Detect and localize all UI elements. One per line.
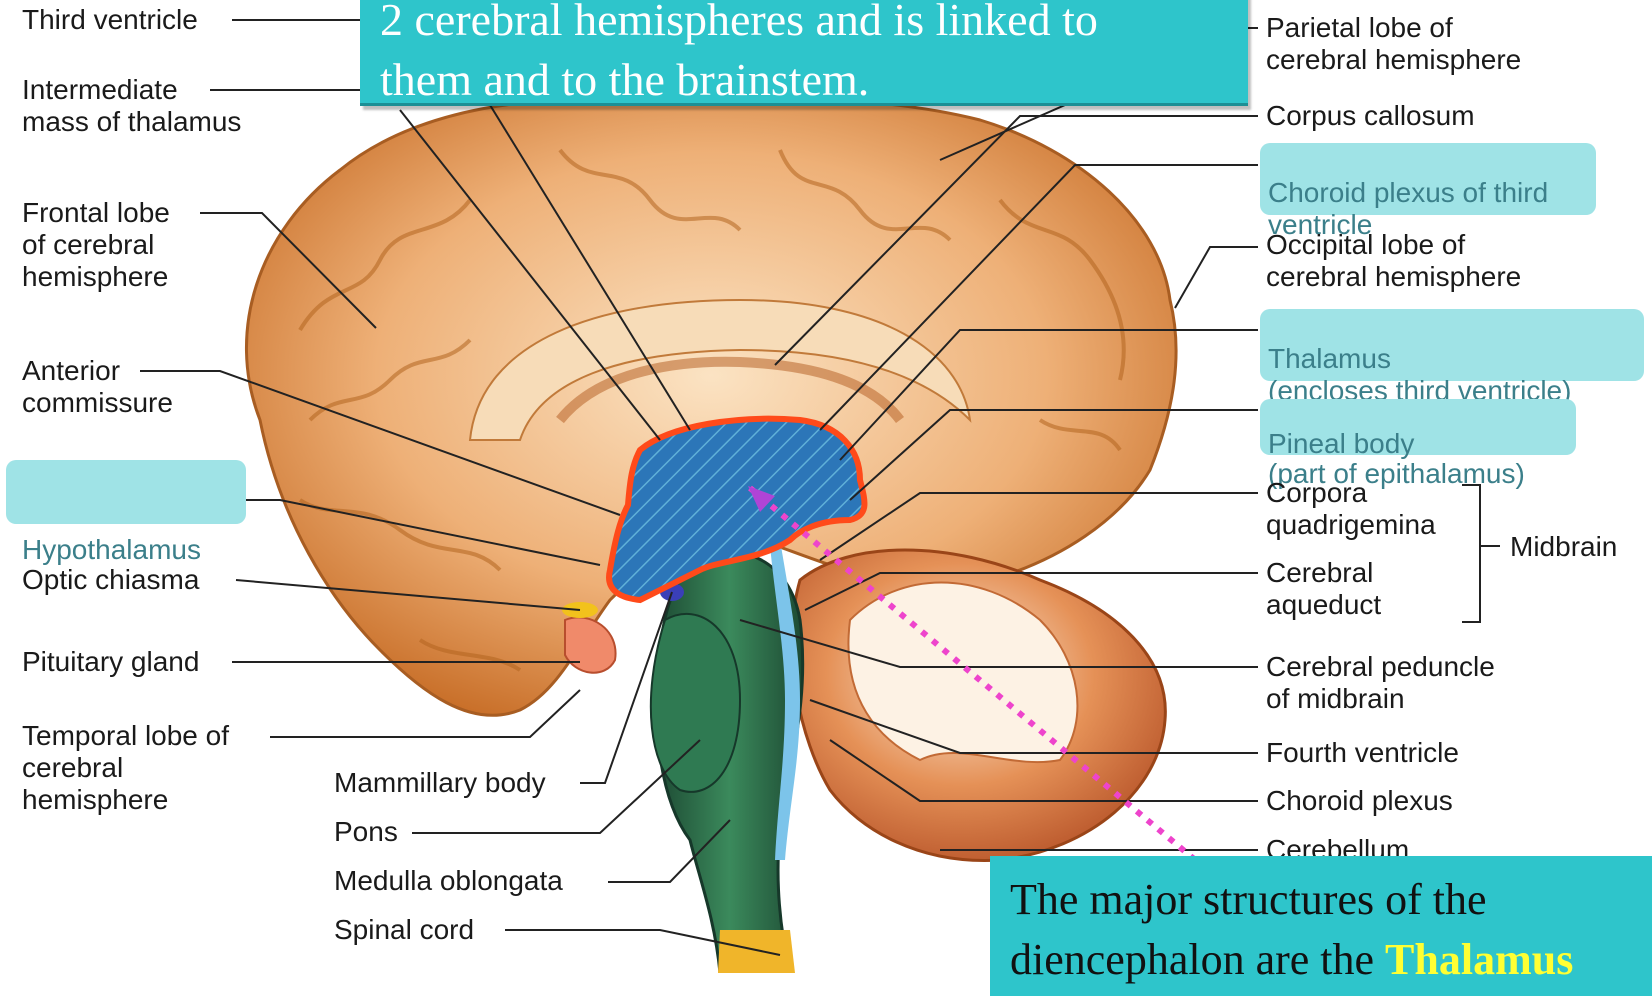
label-hypothalamus-text: Hypothalamus [22,534,201,565]
label-choroid-plexus-third: Choroid plexus of third ventricle [1260,143,1596,215]
pituitary-shape [565,617,616,672]
bottom-callout-line2: diencephalon are the Thalamus [1010,930,1632,990]
label-medulla-oblongata: Medulla oblongata [334,865,563,897]
spinal-cord-yellow [718,930,795,973]
label-temporal-lobe: Temporal lobe of cerebral hemisphere [22,720,229,816]
label-thalamus-text: Thalamus (encloses third ventricle) [1268,343,1571,406]
label-occipital-lobe: Occipital lobe of cerebral hemisphere [1266,229,1521,293]
label-third-ventricle: Third ventricle [22,4,198,36]
label-optic-chiasma: Optic chiasma [22,564,199,596]
label-midbrain: Midbrain [1510,531,1617,563]
label-anterior-commissure: Anterior commissure [22,355,173,419]
label-hypothalamus: Hypothalamus [6,460,246,524]
top-callout-line2: them and to the brainstem. [380,50,1228,110]
label-fourth-ventricle: Fourth ventricle [1266,737,1459,769]
bottom-callout-highlight: Thalamus [1385,935,1573,984]
label-corpus-callosum: Corpus callosum [1266,100,1475,132]
top-callout-line1: 2 cerebral hemispheres and is linked to [380,0,1228,50]
label-pons: Pons [334,816,398,848]
label-mammillary-body: Mammillary body [334,767,546,799]
bottom-callout-line2-text: diencephalon are the [1010,935,1385,984]
label-cerebral-peduncle: Cerebral peduncle of midbrain [1266,651,1495,715]
label-corpora-quadrigemina: Corpora quadrigemina [1266,477,1436,541]
label-frontal-lobe: Frontal lobe of cerebral hemisphere [22,197,170,293]
diagram-stage: Third ventricle Intermediate mass of tha… [0,0,1652,973]
label-cerebral-aqueduct: Cerebral aqueduct [1266,557,1381,621]
label-choroid-plexus: Choroid plexus [1266,785,1453,817]
label-spinal-cord: Spinal cord [334,914,474,946]
bottom-callout-box: The major structures of the diencephalon… [990,856,1652,996]
bottom-callout-line1: The major structures of the [1010,870,1632,930]
label-pituitary-gland: Pituitary gland [22,646,199,678]
label-intermediate-mass: Intermediate mass of thalamus [22,74,241,138]
label-parietal-lobe: Parietal lobe of cerebral hemisphere [1266,12,1521,76]
label-thalamus: Thalamus (encloses third ventricle) [1260,309,1644,381]
top-callout-box: 2 cerebral hemispheres and is linked to … [360,0,1248,106]
pons-shape [651,614,740,792]
label-pineal-body: Pineal body (part of epithalamus) [1260,399,1576,455]
